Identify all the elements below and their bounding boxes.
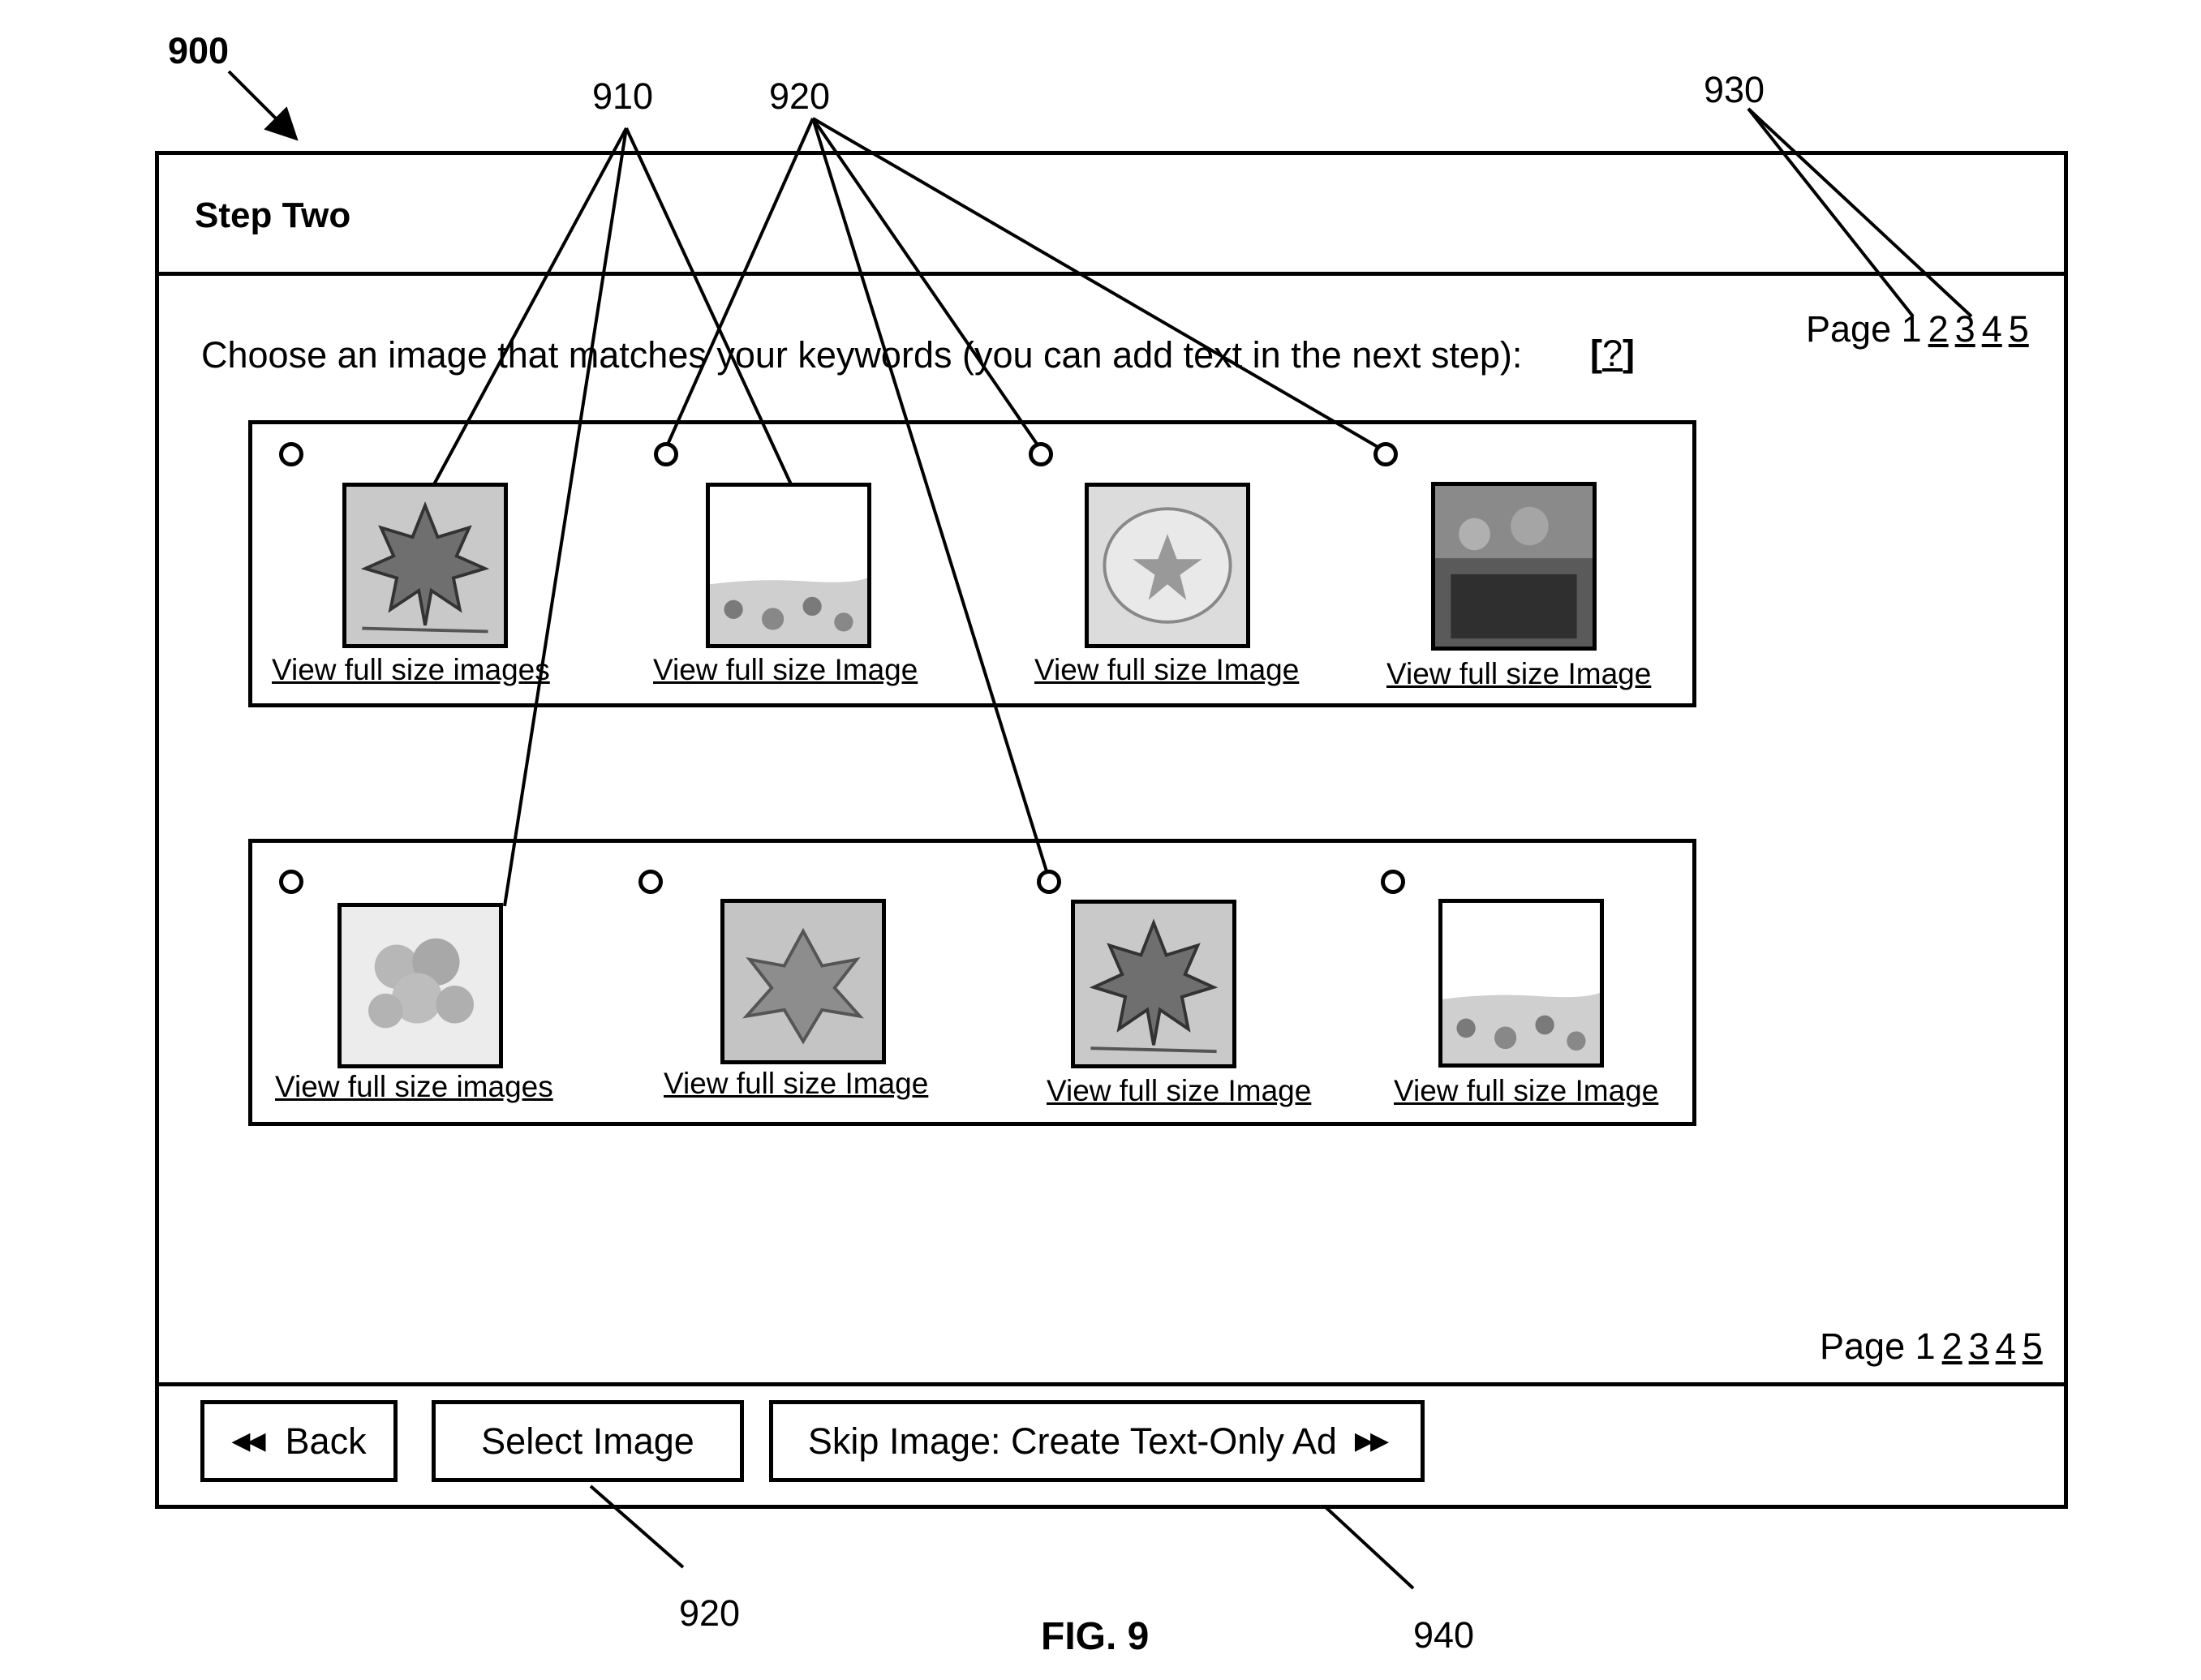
radio-r1-c1[interactable] xyxy=(279,442,303,466)
thumbnail-blank-with-foliage[interactable] xyxy=(706,483,871,648)
title-divider xyxy=(155,272,2068,276)
pager-bottom-page-4[interactable]: 4 xyxy=(1996,1326,2016,1367)
radio-r2-c3[interactable] xyxy=(1037,870,1061,894)
pager-top-page-4[interactable]: 4 xyxy=(1982,308,2002,350)
pager-top-label: Page 1 xyxy=(1806,308,1922,350)
foliage-icon xyxy=(1442,903,1600,1063)
thumbnail-blank-with-foliage-2[interactable] xyxy=(1438,899,1604,1068)
select-image-button-label: Select Image xyxy=(481,1420,694,1463)
fast-forward-icon: ▶▶ xyxy=(1355,1427,1386,1455)
thumbnail-flower[interactable] xyxy=(1085,483,1250,648)
help-bracket-open: [ xyxy=(1590,333,1602,374)
flower-icon xyxy=(1089,487,1246,644)
help-link[interactable]: [?] xyxy=(1590,333,1635,375)
step-title: Step Two xyxy=(195,195,350,236)
maple-leaf-icon xyxy=(1075,904,1232,1064)
thumbnail-dark-garden[interactable] xyxy=(1431,482,1597,651)
ref-940-skip-leader xyxy=(1325,1506,1413,1588)
ref-940-label: 940 xyxy=(1413,1617,1474,1653)
radio-r2-c2[interactable] xyxy=(638,870,663,894)
instruction-text: Choose an image that matches your keywor… xyxy=(201,334,1522,376)
ref-900-arrow xyxy=(229,71,294,136)
pager-bottom: Page 12345 xyxy=(1820,1326,2043,1368)
ref-900-label: 900 xyxy=(168,32,229,69)
pager-bottom-page-2[interactable]: 2 xyxy=(1942,1326,1962,1367)
thumbnail-leafy-plant[interactable] xyxy=(720,899,886,1064)
thumbnail-maple-leaf-2[interactable] xyxy=(1071,900,1236,1068)
view-full-size-link-r2-c3[interactable]: View full size Image xyxy=(1047,1074,1311,1108)
footer-divider xyxy=(155,1382,2068,1386)
back-button[interactable]: ◀◀ Back xyxy=(200,1400,398,1482)
view-full-size-link-r2-c2[interactable]: View full size Image xyxy=(664,1067,928,1101)
ref-910-label: 910 xyxy=(592,78,653,114)
figure-caption: FIG. 9 xyxy=(1041,1614,1149,1659)
ref-930-label: 930 xyxy=(1704,71,1765,108)
pager-bottom-page-5[interactable]: 5 xyxy=(2023,1326,2043,1367)
view-full-size-link-r1-c1[interactable]: View full size images xyxy=(272,653,550,687)
help-question[interactable]: ? xyxy=(1602,333,1623,374)
radio-r1-c3[interactable] xyxy=(1029,442,1053,466)
pager-top: Page 12345 xyxy=(1806,308,2029,350)
radio-r1-c2[interactable] xyxy=(654,442,678,466)
select-image-button[interactable]: Select Image xyxy=(432,1400,744,1482)
ref-920-select-label: 920 xyxy=(679,1595,740,1631)
pager-top-page-3[interactable]: 3 xyxy=(1955,308,1975,350)
view-full-size-link-r2-c1[interactable]: View full size images xyxy=(275,1070,553,1104)
thumbnail-bouquet[interactable] xyxy=(337,903,503,1068)
skip-image-button[interactable]: Skip Image: Create Text-Only Ad ▶▶ xyxy=(769,1400,1425,1482)
pager-bottom-page-3[interactable]: 3 xyxy=(1969,1326,1989,1367)
foliage-icon xyxy=(710,487,867,644)
pager-top-page-2[interactable]: 2 xyxy=(1928,308,1949,350)
radio-r1-c4[interactable] xyxy=(1373,442,1398,466)
pager-bottom-label: Page 1 xyxy=(1820,1326,1936,1367)
bouquet-icon xyxy=(342,907,499,1064)
view-full-size-link-r1-c2[interactable]: View full size Image xyxy=(653,653,918,687)
leafy-plant-icon xyxy=(724,903,882,1060)
ref-920-label: 920 xyxy=(769,78,830,114)
view-full-size-link-r1-c3[interactable]: View full size Image xyxy=(1034,653,1299,687)
back-button-label: Back xyxy=(286,1420,367,1463)
maple-leaf-icon xyxy=(346,487,504,644)
pager-top-page-5[interactable]: 5 xyxy=(2009,308,2029,350)
help-bracket-close: ] xyxy=(1623,333,1635,374)
garden-icon xyxy=(1435,486,1593,647)
skip-image-button-label: Skip Image: Create Text-Only Ad xyxy=(808,1420,1337,1463)
radio-r2-c4[interactable] xyxy=(1381,870,1405,894)
radio-r2-c1[interactable] xyxy=(279,870,303,894)
thumbnail-maple-leaf[interactable] xyxy=(342,483,508,648)
view-full-size-link-r2-c4[interactable]: View full size Image xyxy=(1394,1074,1658,1108)
rewind-icon: ◀◀ xyxy=(231,1427,262,1455)
view-full-size-link-r1-c4[interactable]: View full size Image xyxy=(1386,657,1651,691)
